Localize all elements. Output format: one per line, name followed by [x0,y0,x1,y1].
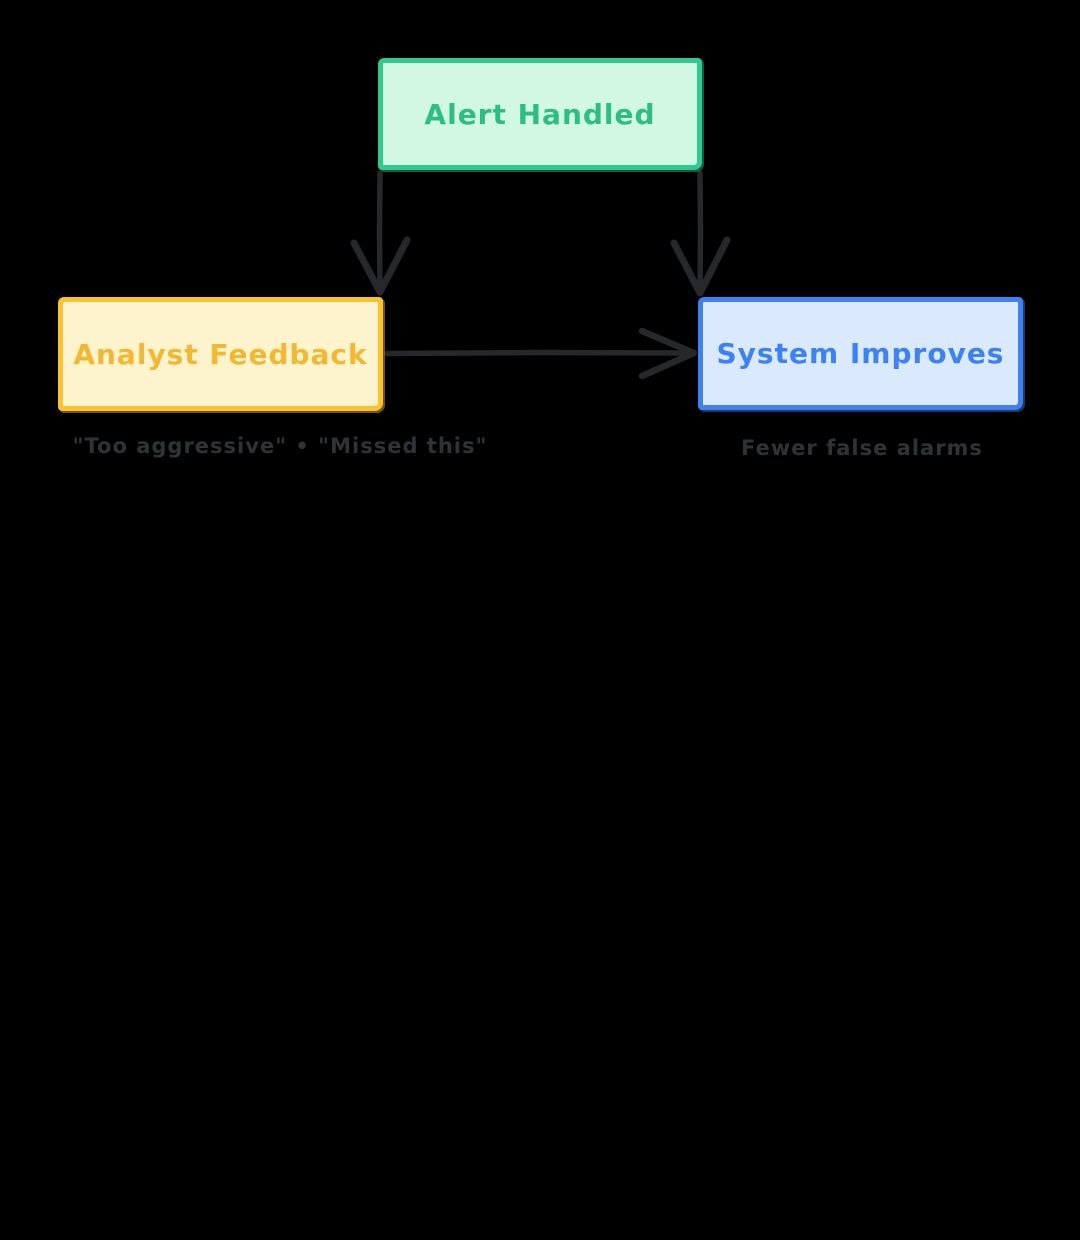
arrow-alert-to-improves [670,170,731,297]
node-analyst-feedback-label: Analyst Feedback [73,337,368,371]
arrow-alert-to-feedback [350,170,411,296]
node-alert-handled: Alert Handled [378,58,702,170]
node-system-improves: System Improves [698,297,1023,410]
caption-analyst-feedback: "Too aggressive" • "Missed this" [72,434,488,458]
node-alert-handled-label: Alert Handled [424,97,656,131]
node-system-improves-label: System Improves [716,337,1005,370]
node-analyst-feedback: Analyst Feedback [58,297,383,411]
arrow-feedback-to-improves [384,327,698,380]
caption-system-improves: Fewer false alarms [741,436,983,460]
